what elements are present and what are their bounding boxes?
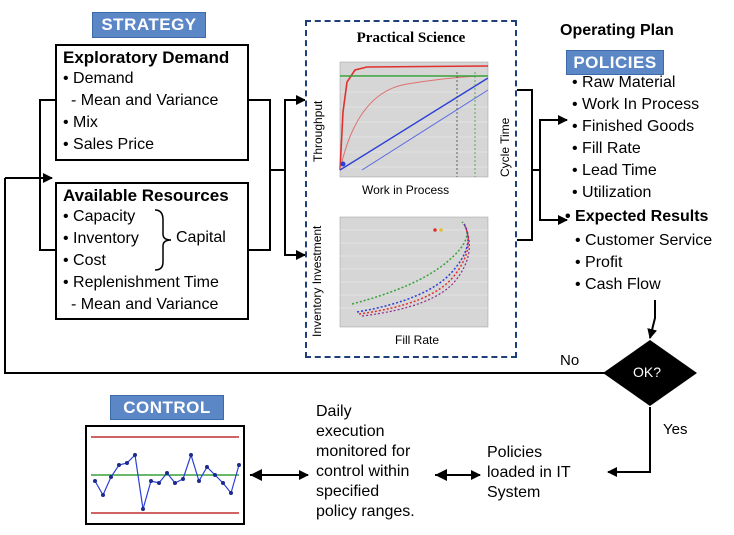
cycle-time-blue-line-2 bbox=[361, 89, 489, 171]
cycle-time-ylabel: Cycle Time bbox=[498, 117, 512, 177]
daily-line-5: specified bbox=[316, 483, 380, 500]
practical-science-title: Practical Science bbox=[356, 30, 466, 46]
control-badge: CONTROL bbox=[110, 395, 224, 420]
no-label: No bbox=[560, 352, 580, 369]
item-mix: • Mix bbox=[63, 114, 98, 131]
item-mean-variance-2: - Mean and Variance bbox=[71, 296, 219, 313]
arrow-to-chart1 bbox=[284, 95, 306, 170]
throughput-ylabel: Throughput bbox=[311, 100, 325, 162]
expected-results-title: • Expected Results bbox=[565, 208, 709, 225]
control-chart-frame bbox=[85, 425, 245, 525]
arrow-to-chart2 bbox=[284, 170, 306, 260]
policies-list: • Raw Material • Work In Process • Finis… bbox=[572, 72, 699, 204]
yes-line bbox=[607, 407, 651, 477]
policies-loaded-text: Policies loaded in IT System bbox=[487, 443, 571, 503]
policies-badge: POLICIES bbox=[566, 50, 664, 75]
control-series bbox=[94, 453, 240, 510]
item-demand: • Demand bbox=[63, 70, 134, 87]
operating-plan-title: Operating Plan bbox=[560, 22, 674, 39]
inventory-purple-curve bbox=[361, 225, 470, 317]
loaded-line-2: loaded in IT bbox=[487, 464, 571, 481]
available-resources-box: Available Resources • Capacity • Invento… bbox=[55, 182, 249, 320]
policy-finished-goods: • Finished Goods bbox=[572, 118, 695, 135]
available-resources-title: Available Resources bbox=[63, 186, 229, 205]
item-sales-price: • Sales Price bbox=[63, 136, 154, 153]
inventory-green-curve bbox=[351, 221, 468, 305]
item-capacity: • Capacity bbox=[63, 208, 136, 225]
daily-line-6: policy ranges. bbox=[316, 503, 415, 520]
inventory-blue-curve bbox=[356, 221, 469, 313]
results-list: • Customer Service • Profit • Cash Flow bbox=[575, 230, 712, 296]
result-profit: • Profit bbox=[575, 254, 623, 271]
decision-diamond bbox=[603, 340, 697, 406]
strategy-merge-lines bbox=[249, 99, 285, 251]
policy-utilization: • Utilization bbox=[572, 184, 652, 201]
item-inventory: • Inventory bbox=[63, 230, 139, 247]
capital-label: Capital bbox=[176, 229, 226, 246]
science-merge-lines bbox=[517, 89, 540, 241]
policy-lead-time: • Lead Time bbox=[572, 162, 657, 179]
inventory-chart: Inventory Investment Fill Rate bbox=[310, 216, 489, 347]
exploratory-demand-box: Exploratory Demand • Demand - Mean and V… bbox=[55, 44, 249, 161]
exploratory-demand-title: Exploratory Demand bbox=[63, 48, 230, 67]
no-loop-line bbox=[4, 178, 605, 374]
fill-rate-xlabel: Fill Rate bbox=[395, 333, 439, 347]
throughput-xlabel: Work in Process bbox=[362, 183, 449, 197]
daily-line-4: control within bbox=[316, 463, 410, 480]
loaded-line-1: Policies bbox=[487, 444, 543, 461]
practical-science-panel: Practical Science Throughput Cycle Time … bbox=[305, 20, 517, 358]
control-chart bbox=[91, 436, 241, 514]
daily-line-3: monitored for bbox=[316, 443, 411, 460]
arrow-to-results bbox=[539, 170, 568, 225]
arrow-to-decision bbox=[647, 300, 658, 339]
throughput-chart: Throughput Cycle Time Work in Process bbox=[311, 61, 512, 197]
result-cash-flow: • Cash Flow bbox=[575, 276, 661, 293]
policy-wip: • Work In Process bbox=[572, 96, 700, 113]
strategy-badge: STRATEGY bbox=[92, 12, 206, 38]
result-customer-service: • Customer Service bbox=[575, 232, 713, 249]
cycle-time-blue-line bbox=[339, 77, 489, 171]
policy-fill-rate: • Fill Rate bbox=[572, 140, 641, 157]
inventory-ylabel: Inventory Investment bbox=[310, 225, 324, 337]
yes-label: Yes bbox=[663, 421, 688, 438]
decision-label: OK? bbox=[633, 364, 662, 380]
capital-brace bbox=[154, 209, 172, 271]
left-bracket bbox=[39, 99, 55, 251]
daily-line-1: Daily bbox=[316, 403, 352, 420]
daily-line-2: execution bbox=[316, 423, 385, 440]
inventory-red-curve bbox=[358, 223, 469, 315]
item-replenishment: • Replenishment Time bbox=[63, 274, 219, 291]
item-mean-variance: - Mean and Variance bbox=[71, 92, 219, 109]
policy-raw-material: • Raw Material bbox=[572, 74, 676, 91]
loaded-line-3: System bbox=[487, 484, 541, 501]
item-cost: • Cost bbox=[63, 252, 106, 269]
throughput-light-curve bbox=[339, 75, 489, 171]
daily-execution-text: Daily execution monitored for control wi… bbox=[316, 402, 415, 522]
arrow-to-policies bbox=[539, 115, 568, 170]
